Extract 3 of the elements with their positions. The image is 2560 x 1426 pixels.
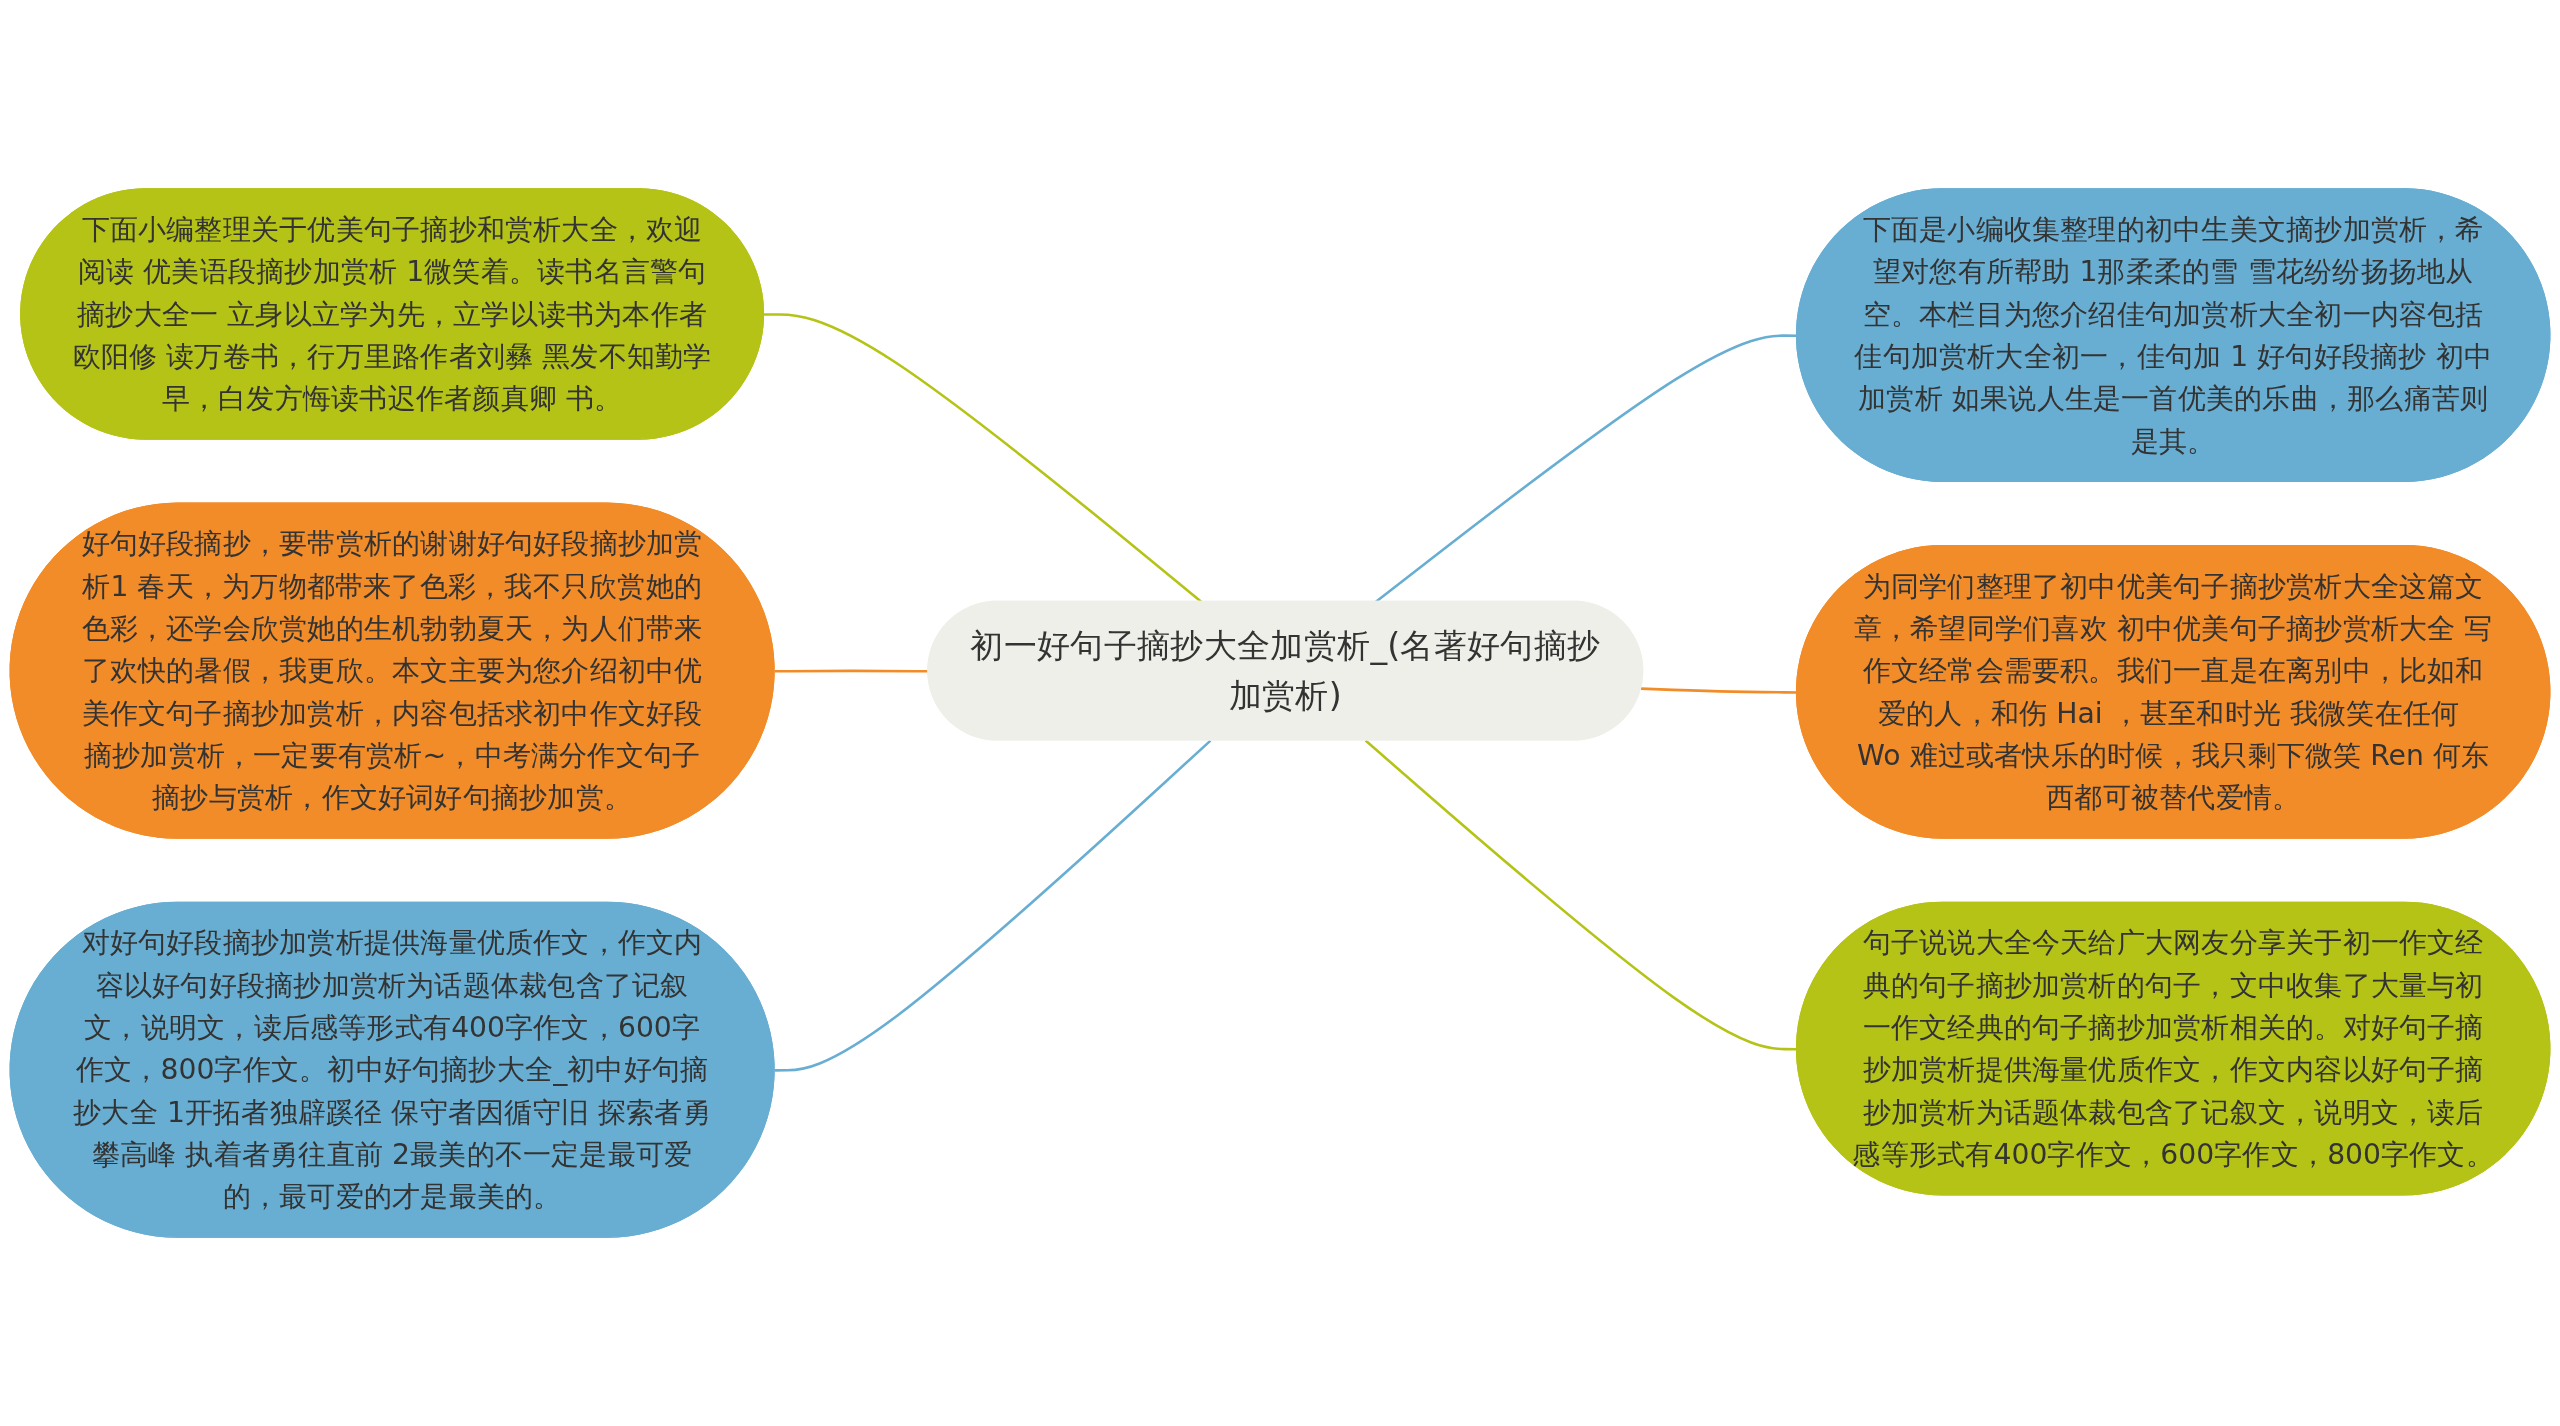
connector (764, 313, 1203, 603)
connector (774, 739, 1212, 1072)
connector (774, 669, 929, 673)
